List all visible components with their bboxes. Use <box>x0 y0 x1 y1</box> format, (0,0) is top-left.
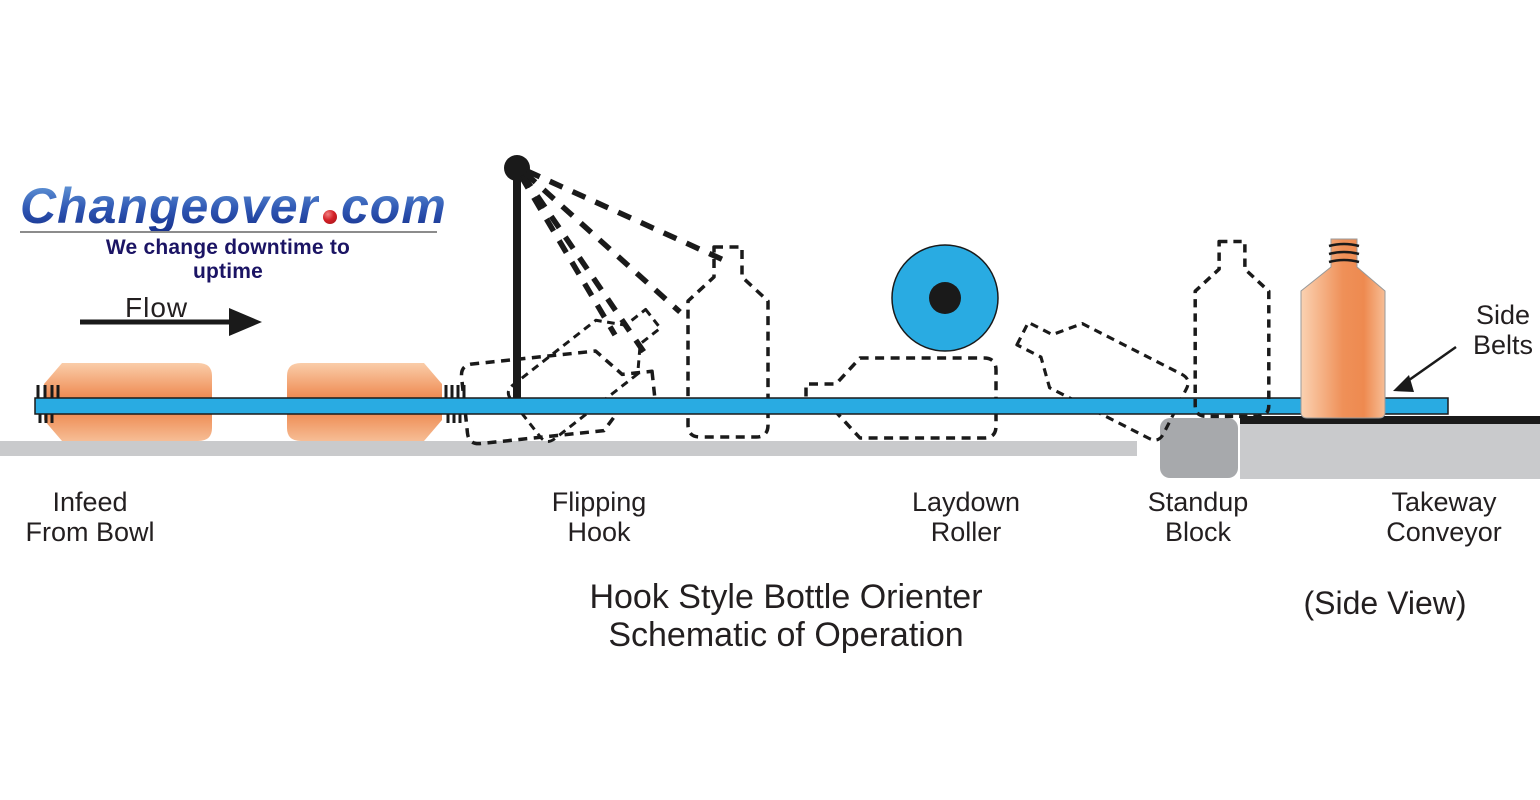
standup-block-shape <box>1160 418 1238 478</box>
logo-brand-main: Changeover <box>20 178 319 234</box>
standup-bottle-upright-outline <box>1193 239 1271 419</box>
logo-dot-icon <box>322 210 337 224</box>
logo-underline <box>20 231 437 233</box>
side-view-note: (Side View) <box>1303 585 1467 621</box>
logo-brand-tld: com <box>340 178 447 234</box>
flow-label: Flow <box>125 292 189 323</box>
oriented-bottle-upright <box>1300 238 1386 419</box>
flipping-bottle-lying-outline <box>458 343 660 447</box>
flipping-hook-pivot <box>504 155 530 181</box>
bottle-thread-marks <box>1328 242 1360 264</box>
side-belts-arrow <box>1393 345 1457 392</box>
logo-tagline: We change downtime to uptime <box>105 236 351 283</box>
laydown-roller-shape <box>891 244 999 352</box>
flipping-bottle-tilted-outline <box>503 290 676 447</box>
laydown-roller-axle <box>929 282 961 314</box>
takeaway-conveyor-body <box>1240 424 1540 479</box>
bottle-thread-marks <box>36 385 60 423</box>
hook-swing-path-lines <box>518 168 730 360</box>
floor-line <box>0 441 1137 456</box>
changeover-logo: Changeover com <box>20 180 447 232</box>
flow-arrow <box>80 308 262 336</box>
takeaway-conveyor-shape <box>1240 416 1540 479</box>
conveyor-belt <box>34 397 1449 415</box>
takeaway-conveyor-top-edge <box>1240 416 1540 424</box>
